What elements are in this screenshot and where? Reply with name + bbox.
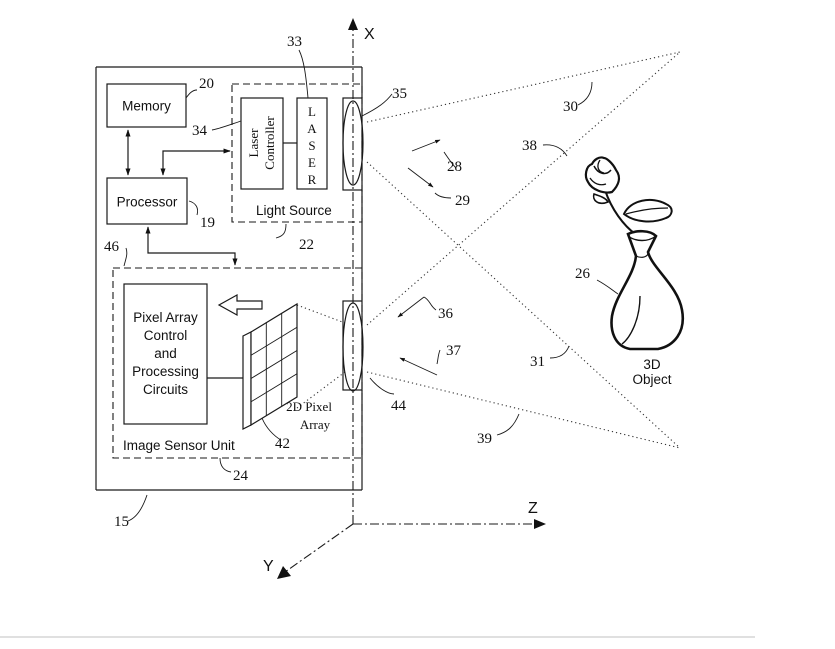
svg-text:Circuits: Circuits	[143, 382, 188, 397]
laser-controller-label-line2: Controller	[262, 116, 277, 170]
light-ray-arrows	[398, 140, 440, 375]
ref-36: 36	[438, 306, 454, 322]
svg-text:S: S	[308, 138, 315, 153]
y-axis	[285, 524, 353, 572]
ref-24: 24	[233, 468, 249, 484]
ray-arrow-37	[400, 358, 437, 375]
memory-label: Memory	[122, 99, 171, 114]
ref-28: 28	[447, 159, 462, 175]
ref-33: 33	[287, 34, 302, 50]
processor-label: Processor	[117, 195, 178, 210]
ray-arrow-28	[412, 140, 440, 151]
light-beams	[297, 52, 680, 448]
ref-19: 19	[200, 215, 215, 231]
ref-35: 35	[392, 86, 407, 102]
image-sensor-unit-label: Image Sensor Unit	[123, 438, 235, 453]
ref-39: 39	[477, 431, 492, 447]
x-axis-label: X	[364, 26, 375, 43]
ref-15: 15	[114, 514, 129, 530]
pixel-array-label-line2: Array	[300, 417, 331, 432]
x-axis-arrowhead	[348, 18, 358, 30]
laser-controller-label-line1: Laser	[246, 128, 261, 158]
ref-26: 26	[575, 266, 591, 282]
ref-46: 46	[104, 239, 120, 255]
object-label-line2: Object	[632, 372, 671, 387]
svg-text:Control: Control	[144, 328, 188, 343]
ref-37: 37	[446, 343, 462, 359]
z-axis-arrowhead	[534, 519, 546, 529]
data-flow-arrow	[219, 295, 262, 315]
z-axis-label: Z	[528, 500, 538, 517]
svg-text:Pixel Array: Pixel Array	[133, 310, 198, 325]
processor-sensor-link	[148, 227, 235, 265]
svg-text:A: A	[307, 121, 317, 136]
beam-30-upper	[367, 52, 680, 122]
light-source-label: Light Source	[256, 203, 332, 218]
svg-text:L: L	[308, 104, 316, 119]
ref-34: 34	[192, 123, 208, 139]
ref-29: 29	[455, 193, 470, 209]
ref-30: 30	[563, 99, 578, 115]
ref-38: 38	[522, 138, 537, 154]
processor-controller-link	[163, 151, 230, 175]
ref-22: 22	[299, 237, 314, 253]
y-axis-label: Y	[263, 558, 274, 575]
ray-arrow-36	[398, 297, 424, 317]
svg-text:R: R	[308, 172, 317, 187]
ref-44: 44	[391, 398, 407, 414]
y-axis-arrowhead	[277, 566, 291, 579]
ref-42: 42	[275, 436, 290, 452]
vase-with-flower-icon	[586, 157, 683, 349]
ref-31: 31	[530, 354, 545, 370]
pixel-array-label-line1: 2D Pixel	[286, 399, 332, 414]
object-label-line1: 3D	[643, 357, 661, 372]
svg-text:Processing: Processing	[132, 364, 199, 379]
ray-arrow-29	[408, 168, 433, 187]
beam-inner-top	[297, 305, 345, 323]
svg-text:and: and	[154, 346, 177, 361]
ref-20: 20	[199, 76, 214, 92]
svg-text:E: E	[308, 155, 316, 170]
